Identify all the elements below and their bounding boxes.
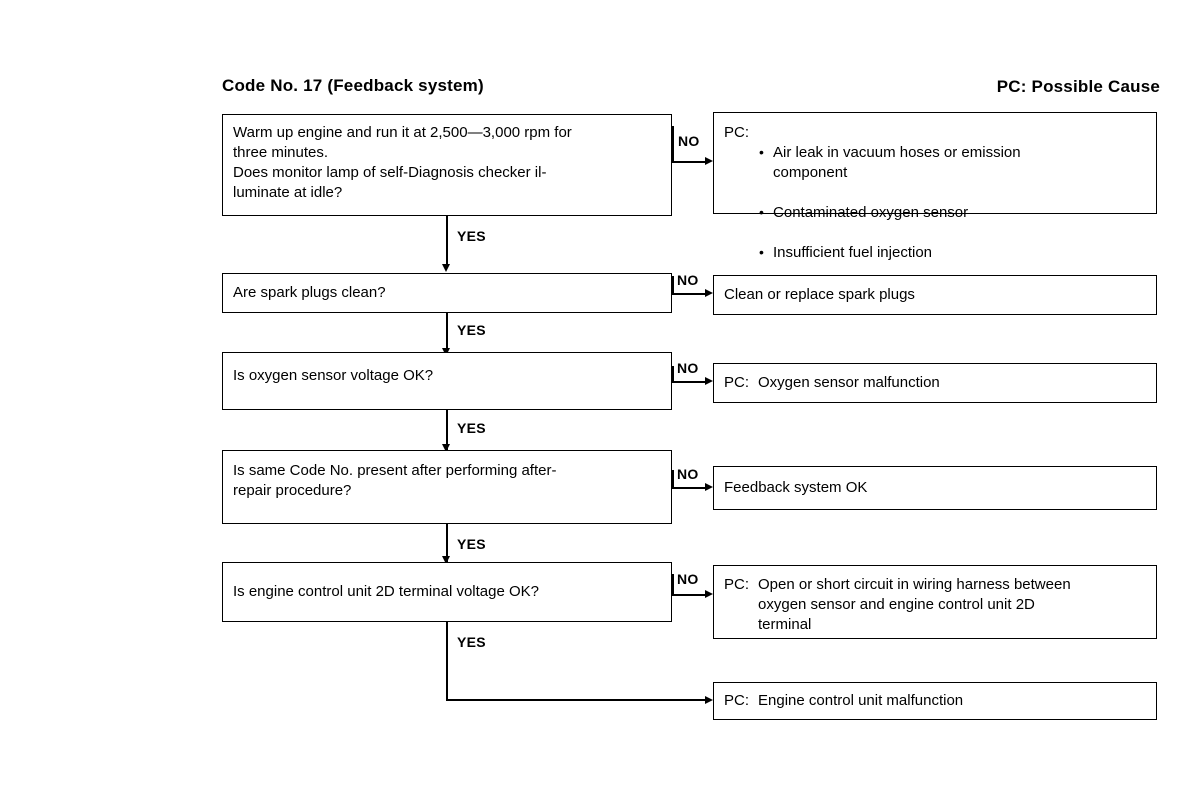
connector-no-line-3	[672, 381, 707, 383]
branch-label-no-4: NO	[677, 466, 699, 482]
arrow-right-icon	[705, 377, 713, 385]
connector-yes-line-5	[446, 622, 448, 701]
pc-bullet-item: Contaminated oxygen sensor	[758, 202, 1021, 223]
connector-no-line-1	[672, 161, 707, 163]
decision-box-2-text: Are spark plugs clean?	[233, 284, 386, 301]
connector-no-stub-2	[672, 276, 674, 294]
decision-box-3: Is oxygen sensor voltage OK?	[222, 352, 672, 410]
connector-no-stub-3	[672, 366, 674, 382]
branch-label-yes-5: YES	[457, 634, 486, 650]
result-box-final-text: Engine control unit malfunction	[758, 692, 964, 709]
arrow-right-icon	[705, 289, 713, 297]
connector-yes-line-2	[446, 313, 448, 353]
connector-no-stub-5	[672, 574, 674, 596]
pc-label-5: PC:	[724, 576, 750, 593]
arrow-down-icon	[442, 264, 450, 272]
arrow-down-icon	[442, 444, 450, 452]
result-box-3: PC: Oxygen sensor malfunction	[713, 363, 1157, 403]
connector-final-horizontal	[446, 699, 707, 701]
arrow-right-icon	[705, 157, 713, 165]
branch-label-yes-1: YES	[457, 228, 486, 244]
decision-box-5: Is engine control unit 2D terminal volta…	[222, 562, 672, 622]
result-box-5-text: Open or short circuit in wiring harness …	[758, 576, 1071, 633]
branch-label-no-3: NO	[677, 360, 699, 376]
pc-label-final: PC:	[724, 692, 750, 709]
branch-label-no-2: NO	[677, 272, 699, 288]
result-box-2-text: Clean or replace spark plugs	[724, 286, 915, 303]
result-box-3-content: PC: Oxygen sensor malfunction	[724, 373, 1148, 393]
result-box-2-content: Clean or replace spark plugs	[724, 285, 1148, 305]
branch-label-no-1: NO	[678, 133, 700, 149]
decision-box-2: Are spark plugs clean?	[222, 273, 672, 313]
result-box-1: PC: Air leak in vacuum hoses or emission…	[713, 112, 1157, 262]
branch-label-yes-4: YES	[457, 536, 486, 552]
connector-no-stub-4	[672, 470, 674, 488]
result-box-3-text: Oxygen sensor malfunction	[758, 374, 940, 391]
decision-box-4-text: Is same Code No. present after performin…	[233, 462, 557, 499]
decision-box-5-text: Is engine control unit 2D terminal volta…	[233, 583, 539, 600]
connector-no-line-5	[672, 594, 707, 596]
branch-label-no-5: NO	[677, 571, 699, 587]
connector-yes-line-1	[446, 216, 448, 268]
result-box-1-content: PC: Air leak in vacuum hoses or emission…	[724, 123, 1148, 283]
arrow-right-icon	[705, 696, 713, 704]
pc-bullet-item: Air leak in vacuum hoses or emission com…	[758, 142, 1021, 183]
connector-no-stub-1	[672, 126, 674, 162]
pc-bullet-list-1: Air leak in vacuum hoses or emission com…	[758, 123, 1021, 283]
result-box-5-content: PC: Open or short circuit in wiring harn…	[724, 575, 1148, 635]
decision-box-1-text: Warm up engine and run it at 2,500—3,000…	[233, 124, 572, 201]
connector-yes-line-3	[446, 410, 448, 450]
result-box-4: Feedback system OK	[713, 466, 1157, 510]
connector-yes-line-4	[446, 524, 448, 562]
result-box-5: PC: Open or short circuit in wiring harn…	[713, 565, 1157, 639]
arrow-right-icon	[705, 483, 713, 491]
legend-possible-cause: PC: Possible Cause	[996, 77, 1160, 96]
branch-label-yes-2: YES	[457, 322, 486, 338]
result-box-2: Clean or replace spark plugs	[713, 275, 1157, 315]
result-box-final-content: PC: Engine control unit malfunction	[724, 691, 1148, 711]
connector-no-line-2	[672, 293, 707, 295]
decision-box-3-text: Is oxygen sensor voltage OK?	[233, 367, 434, 384]
connector-no-line-4	[672, 487, 707, 489]
decision-box-4: Is same Code No. present after performin…	[222, 450, 672, 524]
decision-box-1: Warm up engine and run it at 2,500—3,000…	[222, 114, 672, 216]
arrow-right-icon	[705, 590, 713, 598]
pc-bullet-item: Insufficient fuel injection	[758, 242, 1021, 263]
pc-label-3: PC:	[724, 374, 750, 391]
arrow-down-icon	[442, 556, 450, 564]
branch-label-yes-3: YES	[457, 420, 486, 436]
result-box-final: PC: Engine control unit malfunction	[713, 682, 1157, 720]
pc-label-1: PC:	[724, 124, 750, 141]
result-box-4-content: Feedback system OK	[724, 478, 1148, 498]
page-title: Code No. 17 (Feedback system)	[222, 76, 484, 95]
result-box-4-text: Feedback system OK	[724, 479, 868, 496]
